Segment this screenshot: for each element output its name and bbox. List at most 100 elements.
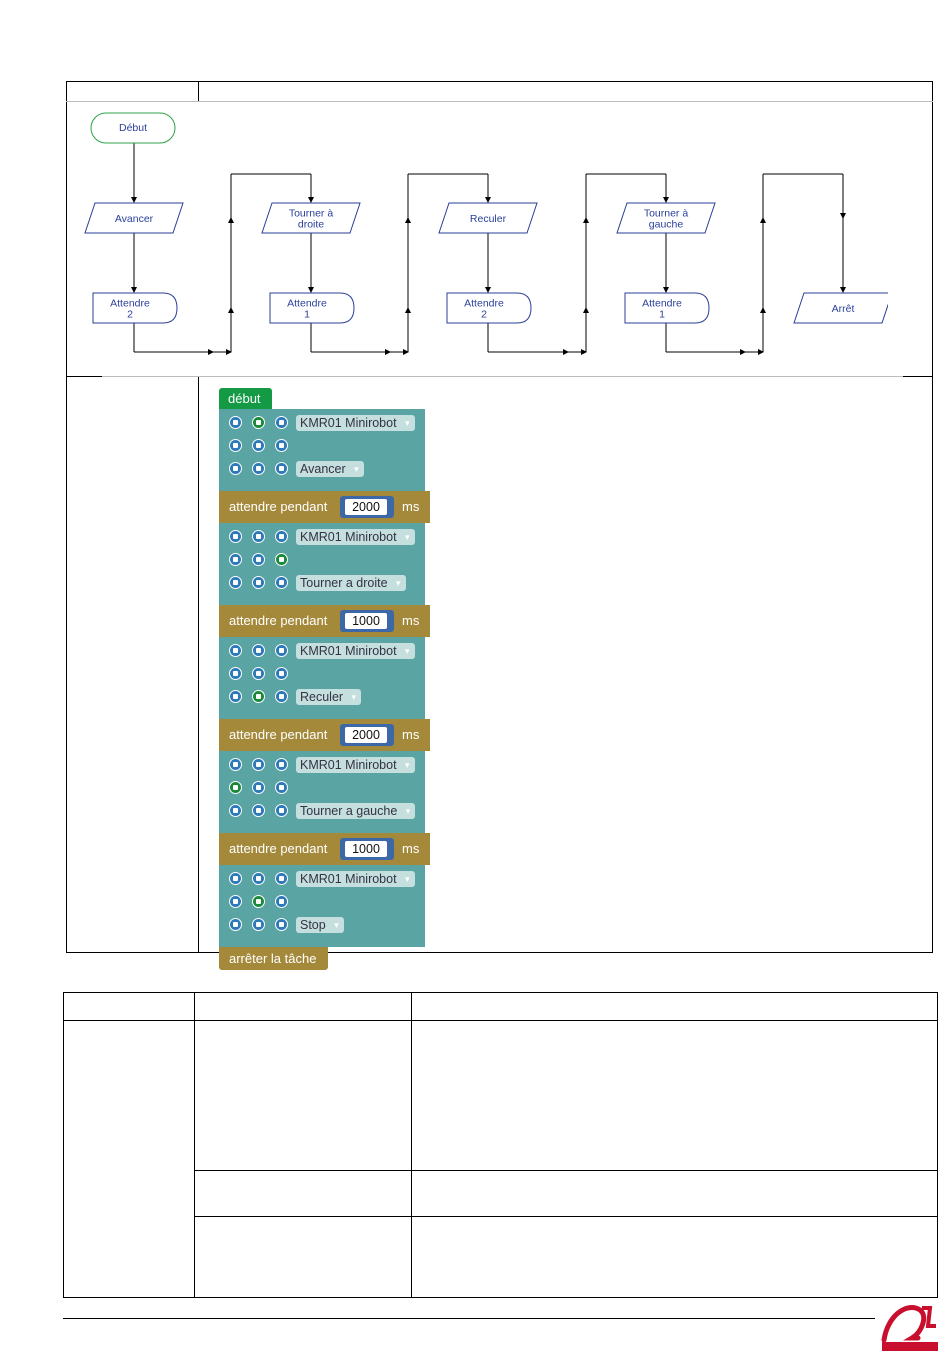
unit-label: ms <box>402 841 420 856</box>
end-box <box>793 292 888 324</box>
right-icon[interactable] <box>275 439 288 452</box>
rotate-left-icon[interactable] <box>229 530 242 543</box>
wait-label: attendre pendant <box>229 841 328 856</box>
up-icon[interactable] <box>252 530 265 543</box>
left-icon[interactable] <box>229 781 242 794</box>
action-box-0 <box>84 202 184 234</box>
stop-task-block[interactable]: arrêter la tâche <box>219 947 328 970</box>
number-socket: 2000 <box>340 496 394 518</box>
spin-right-icon[interactable] <box>275 462 288 475</box>
spin-left-icon[interactable] <box>229 462 242 475</box>
rotate-right-icon[interactable] <box>275 416 288 429</box>
up-icon[interactable] <box>252 758 265 771</box>
right-icon[interactable] <box>275 553 288 566</box>
robot-block-2[interactable]: KMR01 MinirobotReculer <box>219 637 425 719</box>
down-icon[interactable] <box>252 462 265 475</box>
robot-select[interactable]: KMR01 Minirobot <box>296 643 415 659</box>
up-icon[interactable] <box>252 872 265 885</box>
robot-block-0[interactable]: KMR01 MinirobotAvancer <box>219 409 425 491</box>
left-icon[interactable] <box>229 667 242 680</box>
action-box-2 <box>438 202 538 234</box>
robot-select[interactable]: KMR01 Minirobot <box>296 871 415 887</box>
stop-icon[interactable] <box>252 553 265 566</box>
table1-row2-dark-r <box>903 376 933 377</box>
motion-select[interactable]: Reculer <box>296 689 362 705</box>
number-socket: 1000 <box>340 610 394 632</box>
spin-right-icon[interactable] <box>275 804 288 817</box>
robot-select[interactable]: KMR01 Minirobot <box>296 529 415 545</box>
spin-left-icon[interactable] <box>229 576 242 589</box>
wait-box-1 <box>269 292 355 324</box>
table2-col1 <box>194 992 195 1298</box>
action-label-0: Avancer <box>115 213 154 225</box>
spin-right-icon[interactable] <box>275 576 288 589</box>
spin-left-icon[interactable] <box>229 804 242 817</box>
wait-duration-input[interactable]: 1000 <box>345 841 387 857</box>
rotate-left-icon[interactable] <box>229 644 242 657</box>
table2-header-bottom <box>63 1020 938 1021</box>
stop-icon[interactable] <box>252 667 265 680</box>
spin-right-icon[interactable] <box>275 918 288 931</box>
motion-select[interactable]: Avancer <box>296 461 364 477</box>
motion-select[interactable]: Tourner a gauche <box>296 803 416 819</box>
wait-duration-input[interactable]: 2000 <box>345 499 387 515</box>
left-icon[interactable] <box>229 553 242 566</box>
right-icon[interactable] <box>275 667 288 680</box>
stop-icon[interactable] <box>252 439 265 452</box>
right-icon[interactable] <box>275 781 288 794</box>
table2-col2 <box>411 992 412 1298</box>
down-icon[interactable] <box>252 690 265 703</box>
rotate-left-icon[interactable] <box>229 872 242 885</box>
start-hat-block[interactable]: début <box>219 388 272 409</box>
up-icon[interactable] <box>252 644 265 657</box>
rotate-left-icon[interactable] <box>229 758 242 771</box>
table1-top <box>66 81 933 82</box>
start-terminal <box>90 112 176 144</box>
spin-left-icon[interactable] <box>229 918 242 931</box>
rotate-right-icon[interactable] <box>275 644 288 657</box>
action-box-3 <box>616 202 716 234</box>
robot-select[interactable]: KMR01 Minirobot <box>296 757 415 773</box>
motion-select[interactable]: Tourner a droite <box>296 575 406 591</box>
wait-duration-input[interactable]: 1000 <box>345 613 387 629</box>
wait-duration-input[interactable]: 2000 <box>345 727 387 743</box>
robot-block-3[interactable]: KMR01 MinirobotTourner a gauche <box>219 751 425 833</box>
down-icon[interactable] <box>252 918 265 931</box>
start-label: Début <box>119 122 147 134</box>
wait-box-0 <box>92 292 178 324</box>
up-icon[interactable] <box>252 416 265 429</box>
table1-col <box>198 81 199 102</box>
a4-technologie-logo <box>881 1305 938 1351</box>
right-icon[interactable] <box>275 895 288 908</box>
spin-right-icon[interactable] <box>275 690 288 703</box>
action-label-2: Reculer <box>470 213 507 225</box>
down-icon[interactable] <box>252 804 265 817</box>
robot-block-1[interactable]: KMR01 MinirobotTourner a droite <box>219 523 425 605</box>
motion-select[interactable]: Stop <box>296 917 344 933</box>
table1-row1 <box>66 101 933 102</box>
left-icon[interactable] <box>229 439 242 452</box>
robot-select[interactable]: KMR01 Minirobot <box>296 415 415 431</box>
unit-label: ms <box>402 613 420 628</box>
rotate-right-icon[interactable] <box>275 872 288 885</box>
down-icon[interactable] <box>252 576 265 589</box>
robot-block-4[interactable]: KMR01 MinirobotStop <box>219 865 425 947</box>
table2-row2 <box>194 1170 938 1171</box>
left-icon[interactable] <box>229 895 242 908</box>
stop-icon[interactable] <box>252 895 265 908</box>
rotate-right-icon[interactable] <box>275 530 288 543</box>
wait-block-3[interactable]: attendre pendant 1000 ms <box>219 833 430 865</box>
table2-row3 <box>194 1216 938 1217</box>
spin-left-icon[interactable] <box>229 690 242 703</box>
stop-icon[interactable] <box>252 781 265 794</box>
rotate-left-icon[interactable] <box>229 416 242 429</box>
rotate-right-icon[interactable] <box>275 758 288 771</box>
